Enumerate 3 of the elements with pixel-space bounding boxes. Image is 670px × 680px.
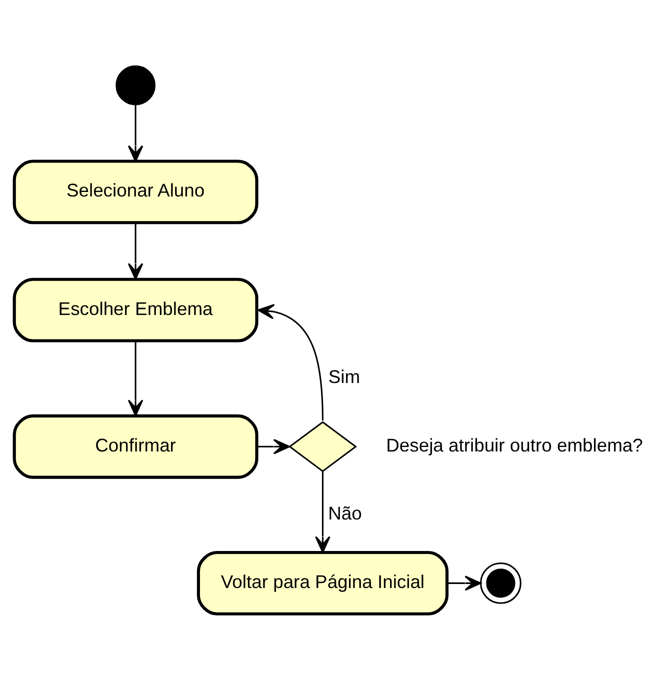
node-label: Deseja atribuir outro emblema? [386,434,643,456]
edge-label: Não [328,502,362,524]
edge-label: Sim [328,366,360,388]
